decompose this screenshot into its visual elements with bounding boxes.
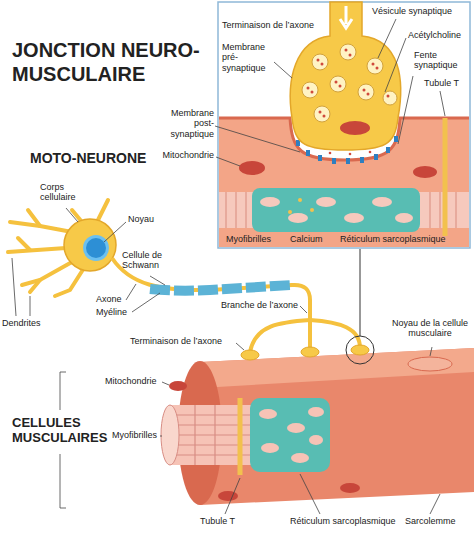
part-label: Calcium: [290, 234, 323, 244]
part-label: Acétylcholine: [408, 30, 461, 40]
part-label: Corps cellulaire: [40, 182, 92, 203]
part-label: Fente synaptique: [414, 50, 468, 71]
part-label: Terminaison de l’axone: [130, 336, 222, 346]
part-label: MOTO-NEURONE: [30, 150, 146, 166]
part-label: CELLULES MUSCULAIRES: [12, 416, 112, 446]
part-label: Mitochondrie: [150, 150, 214, 160]
part-label: Dendrites: [2, 318, 41, 328]
part-label: Noyau de la cellule musculaire: [390, 318, 470, 339]
part-label: Membrane pré-synaptique: [222, 42, 274, 73]
part-label: Myéline: [96, 307, 127, 317]
part-label: Réticulum sarcoplasmique: [290, 516, 396, 526]
part-label: Myofibrilles: [112, 430, 157, 440]
part-label: Tubule T: [424, 78, 459, 88]
part-label: Tubule T: [200, 516, 235, 526]
part-label: Terminaison de l’axone: [222, 20, 314, 30]
part-label: Branche de l’axone: [198, 300, 298, 310]
part-label: Cellule de Schwann: [122, 250, 180, 271]
part-label: Myofibrilles: [226, 234, 271, 244]
diagram-title: JONCTION NEURO-MUSCULAIRE: [12, 38, 218, 86]
part-label: Mitochondrie: [105, 376, 157, 386]
part-label: Membrane post-synaptique: [160, 108, 214, 139]
part-label: Noyau: [128, 214, 154, 224]
part-label: Sarcolemme: [405, 516, 456, 526]
part-label: Axone: [96, 294, 122, 304]
part-label: Vésicule synaptique: [372, 6, 452, 16]
part-label: Réticulum sarcoplasmique: [340, 234, 446, 244]
